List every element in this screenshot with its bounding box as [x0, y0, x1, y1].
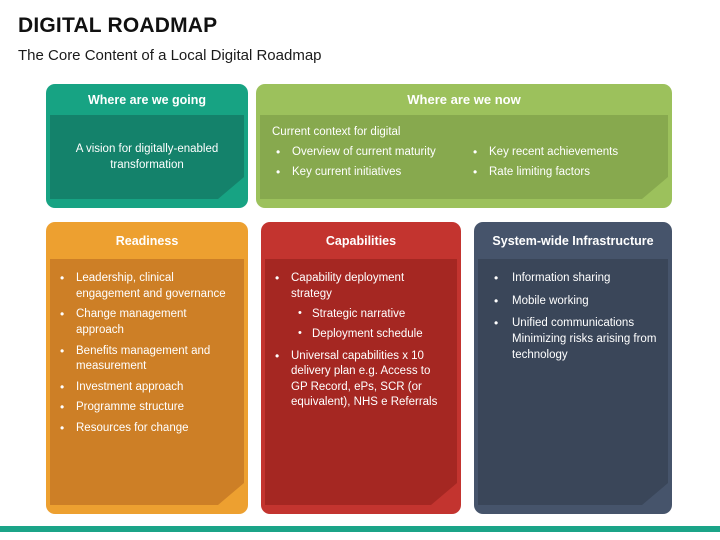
card-vision-header: Where are we going	[46, 84, 248, 115]
card-now-columns: Overview of current maturity Key current…	[272, 145, 656, 184]
card-infrastructure-title: System-wide Infrastructure	[492, 233, 654, 248]
page-title: DIGITAL ROADMAP	[18, 14, 218, 37]
card-readiness-title: Readiness	[115, 233, 179, 248]
card-where-are-we-now[interactable]: Where are we now Current context for dig…	[256, 84, 672, 208]
card-now-title: Where are we now	[407, 92, 521, 107]
card-capabilities[interactable]: Capabilities Capability deployment strat…	[261, 222, 461, 514]
card-readiness-body: Leadership, clinical engagement and gove…	[50, 259, 244, 505]
card-readiness-bullets: Leadership, clinical engagement and gove…	[56, 271, 234, 437]
card-infrastructure-body: Information sharing Mobile working Unifi…	[478, 259, 668, 505]
card-system-wide-infrastructure[interactable]: System-wide Infrastructure Information s…	[474, 222, 672, 514]
list-item: Information sharing	[488, 271, 658, 287]
list-item: Unified communications Minimizing risks …	[488, 316, 658, 363]
card-vision-body: A vision for digitally-enabled transform…	[50, 115, 244, 199]
card-capabilities-bullets: Capability deployment strategy	[271, 271, 447, 302]
footer-accent-bar	[0, 526, 720, 532]
list-item: Change management approach	[56, 307, 234, 338]
card-now-column-right: Key recent achievements Rate limiting fa…	[459, 145, 656, 184]
list-item: Investment approach	[56, 380, 234, 396]
list-item: Universal capabilities x 10 delivery pla…	[271, 349, 447, 412]
card-capabilities-sub-list-wrapper: Strategic narrative Deployment schedule	[295, 307, 447, 342]
list-item: Overview of current maturity	[272, 145, 459, 161]
card-now-bullets-right: Key recent achievements Rate limiting fa…	[469, 145, 656, 180]
card-capabilities-sub-bullets: Strategic narrative Deployment schedule	[295, 307, 447, 342]
list-item: Key recent achievements	[469, 145, 656, 161]
card-infrastructure-bullets: Information sharing Mobile working Unifi…	[488, 271, 658, 363]
card-now-lead-text: Current context for digital	[272, 126, 401, 138]
card-vision-text: A vision for digitally-enabled transform…	[75, 142, 219, 171]
list-item: Mobile working	[488, 294, 658, 310]
list-item: Strategic narrative	[295, 307, 447, 323]
card-now-body: Current context for digital Overview of …	[260, 115, 668, 199]
card-capabilities-body: Capability deployment strategy Strategic…	[265, 259, 457, 505]
list-item: Programme structure	[56, 400, 234, 416]
list-item: Deployment schedule	[295, 327, 447, 343]
list-item: Capability deployment strategy	[271, 271, 447, 302]
card-readiness-header: Readiness	[46, 222, 248, 259]
card-now-header: Where are we now	[256, 84, 672, 115]
list-item: Benefits management and measurement	[56, 344, 234, 375]
card-vision-title: Where are we going	[87, 92, 207, 107]
card-readiness[interactable]: Readiness Leadership, clinical engagemen…	[46, 222, 248, 514]
list-item: Leadership, clinical engagement and gove…	[56, 271, 234, 302]
card-capabilities-bullets-2: Universal capabilities x 10 delivery pla…	[271, 349, 447, 412]
card-infrastructure-header: System-wide Infrastructure	[474, 222, 672, 259]
card-capabilities-title: Capabilities	[325, 233, 397, 248]
page-subtitle: The Core Content of a Local Digital Road…	[18, 47, 322, 64]
list-item: Key current initiatives	[272, 165, 459, 181]
card-now-bullets-left: Overview of current maturity Key current…	[272, 145, 459, 180]
list-item: Resources for change	[56, 421, 234, 437]
card-where-are-we-going[interactable]: Where are we going A vision for digitall…	[46, 84, 248, 208]
card-capabilities-header: Capabilities	[261, 222, 461, 259]
list-item: Rate limiting factors	[469, 165, 656, 181]
card-now-column-left: Overview of current maturity Key current…	[272, 145, 459, 184]
